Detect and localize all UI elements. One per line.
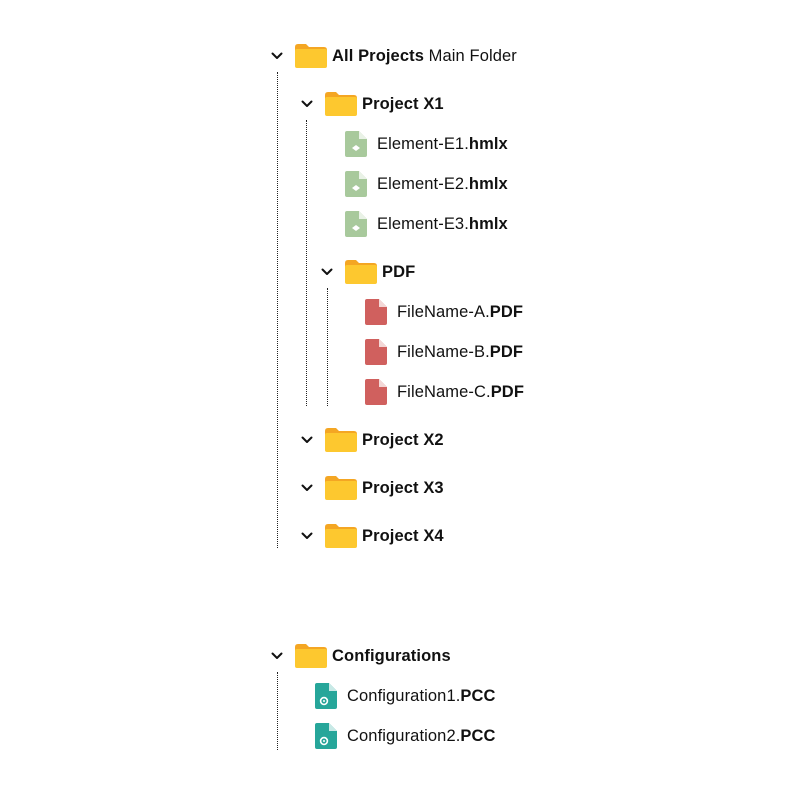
tree-item-configurations[interactable]: Configurations xyxy=(270,641,451,671)
file-item-filename-b[interactable]: FileName-B.PDF xyxy=(365,337,523,367)
hmlx-file-icon xyxy=(345,131,367,157)
folder-icon xyxy=(345,260,377,284)
file-label: FileName-A.PDF xyxy=(397,302,524,321)
pdf-file-icon xyxy=(365,299,387,325)
file-label: Element-E1.hmlx xyxy=(377,134,508,153)
file-item-filename-a[interactable]: FileName-A.PDF xyxy=(365,297,523,327)
tree-connector-line xyxy=(306,120,307,406)
folder-icon xyxy=(325,476,357,500)
file-label: FileName-B.PDF xyxy=(397,342,524,361)
folder-icon xyxy=(325,92,357,116)
tree-connector-line xyxy=(277,72,278,548)
pcc-file-icon xyxy=(315,683,337,709)
tree-item-all-projects[interactable]: All Projects Main Folder xyxy=(270,41,517,71)
folder-icon xyxy=(325,524,357,548)
file-label: Element-E3.hmlx xyxy=(377,214,508,233)
chevron-down-icon[interactable] xyxy=(300,433,314,447)
folder-icon xyxy=(295,44,327,68)
chevron-down-icon[interactable] xyxy=(270,49,284,63)
folder-icon xyxy=(295,644,327,668)
pcc-file-icon xyxy=(315,723,337,749)
file-item-element-e3[interactable]: Element-E3.hmlx xyxy=(345,209,508,239)
pdf-file-icon xyxy=(365,379,387,405)
tree-item-project-x4[interactable]: Project X4 xyxy=(300,521,444,551)
file-item-element-e1[interactable]: Element-E1.hmlx xyxy=(345,129,508,159)
tree-connector-line xyxy=(327,288,328,406)
folder-label: Project X2 xyxy=(362,430,444,449)
tree-item-project-x2[interactable]: Project X2 xyxy=(300,425,444,455)
tree-item-project-x1[interactable]: Project X1 xyxy=(300,89,444,119)
file-item-configuration1[interactable]: Configuration1.PCC xyxy=(315,681,496,711)
chevron-down-icon[interactable] xyxy=(270,649,284,663)
file-item-filename-c[interactable]: FileName-C.PDF xyxy=(365,377,524,407)
folder-label: All Projects Main Folder xyxy=(332,46,517,65)
chevron-down-icon[interactable] xyxy=(300,97,314,111)
folder-label: PDF xyxy=(382,262,416,281)
hmlx-file-icon xyxy=(345,171,367,197)
tree-item-pdf-folder[interactable]: PDF xyxy=(320,257,415,287)
folder-label: Project X3 xyxy=(362,478,444,497)
chevron-down-icon[interactable] xyxy=(300,529,314,543)
folder-label: Configurations xyxy=(332,646,451,665)
file-label: FileName-C.PDF xyxy=(397,382,525,401)
file-label: Configuration1.PCC xyxy=(347,686,496,705)
pdf-file-icon xyxy=(365,339,387,365)
chevron-down-icon[interactable] xyxy=(300,481,314,495)
folder-label: Project X4 xyxy=(362,526,444,545)
hmlx-file-icon xyxy=(345,211,367,237)
file-label: Element-E2.hmlx xyxy=(377,174,508,193)
file-label: Configuration2.PCC xyxy=(347,726,496,745)
file-item-element-e2[interactable]: Element-E2.hmlx xyxy=(345,169,508,199)
file-item-configuration2[interactable]: Configuration2.PCC xyxy=(315,721,496,751)
folder-label: Project X1 xyxy=(362,94,444,113)
tree-item-project-x3[interactable]: Project X3 xyxy=(300,473,444,503)
chevron-down-icon[interactable] xyxy=(320,265,334,279)
folder-icon xyxy=(325,428,357,452)
tree-connector-line xyxy=(277,672,278,750)
